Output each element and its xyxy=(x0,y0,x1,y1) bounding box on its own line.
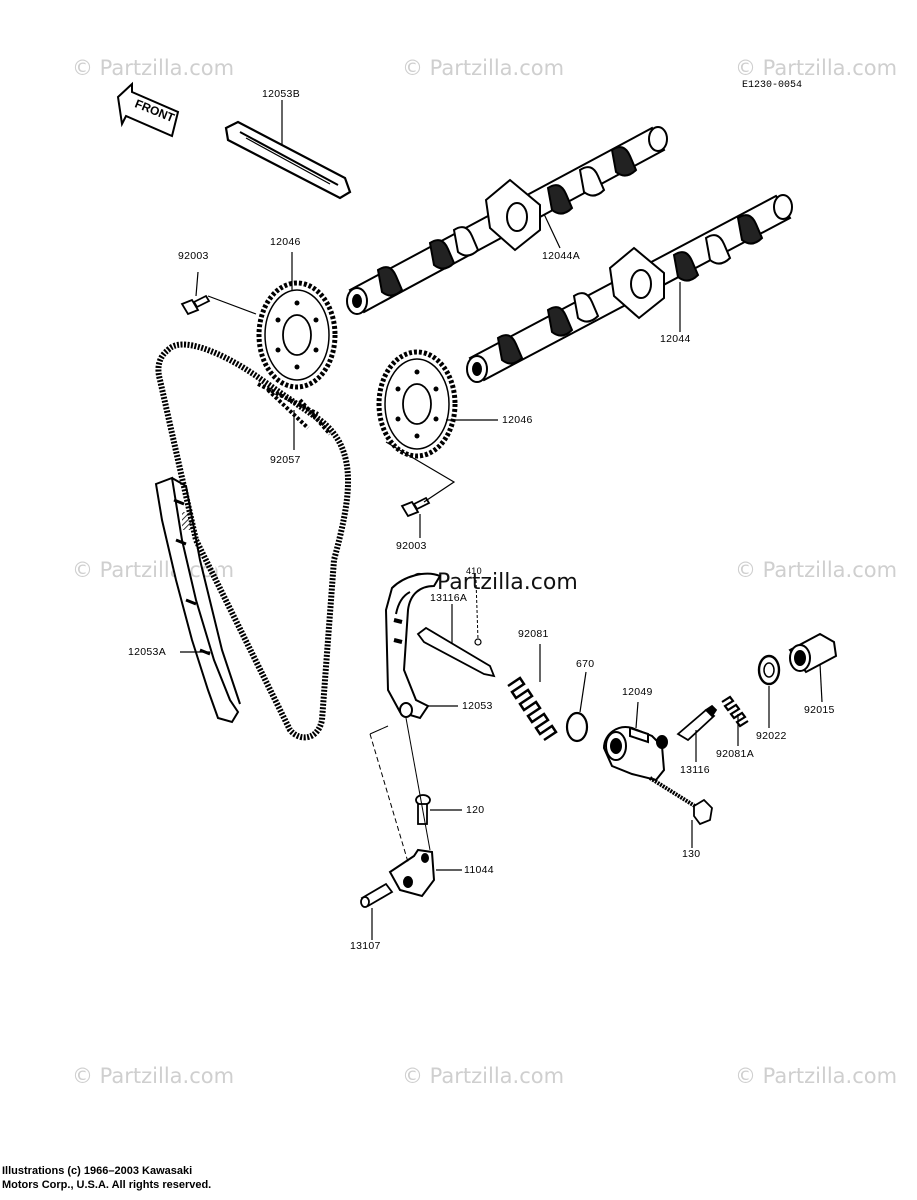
watermark: © Partzilla.com xyxy=(72,1064,235,1088)
watermark: © Partzilla.com xyxy=(735,1064,898,1088)
part-label[interactable]: 130 xyxy=(682,848,701,860)
part-label[interactable]: 12049 xyxy=(622,686,653,698)
part-label[interactable]: 12053 xyxy=(462,700,493,712)
part-label[interactable]: 12046 xyxy=(502,414,533,426)
pin-tensioner xyxy=(416,626,496,678)
copyright-line: Motors Corp., U.S.A. All rights reserved… xyxy=(2,1179,212,1191)
watermark: © Partzilla.com xyxy=(72,56,235,80)
part-label[interactable]: 11044 xyxy=(464,864,494,876)
tensioner-guide xyxy=(384,572,442,720)
sprocket-lower xyxy=(376,349,458,459)
watermark: © Partzilla.com xyxy=(735,56,898,80)
washer xyxy=(757,654,781,686)
o-ring xyxy=(565,711,589,743)
bolt-120 xyxy=(415,794,431,825)
rod-13116 xyxy=(676,704,718,742)
watermark: © Partzilla.com xyxy=(402,56,565,80)
camshaft-lower xyxy=(466,194,793,383)
watermark: © Partzilla.com xyxy=(402,1064,565,1088)
spring-large xyxy=(507,676,558,742)
bracket xyxy=(388,848,436,898)
cap-bolt xyxy=(788,632,838,674)
part-label[interactable]: 92003 xyxy=(396,540,427,552)
part-label[interactable]: 13107 xyxy=(350,940,381,952)
part-label[interactable]: 92003 xyxy=(178,250,209,262)
part-label[interactable]: 92022 xyxy=(756,730,787,742)
watermark: © Partzilla.com xyxy=(72,558,235,582)
part-label[interactable]: 670 xyxy=(576,658,595,670)
part-label[interactable]: 92057 xyxy=(270,454,301,466)
part-label[interactable]: 92015 xyxy=(804,704,835,716)
front-arrow-icon: FRONT xyxy=(116,81,180,138)
pin-13107 xyxy=(360,882,394,908)
bolt-130 xyxy=(648,776,713,826)
part-label[interactable]: 92081 xyxy=(518,628,549,640)
part-label[interactable]: 12044A xyxy=(542,250,581,262)
sprocket-upper xyxy=(256,280,338,390)
part-label[interactable]: 12053A xyxy=(128,646,167,658)
bolt-upper xyxy=(180,294,211,316)
part-label[interactable]: 12046 xyxy=(270,236,301,248)
part-label[interactable]: 13116 xyxy=(680,764,710,776)
part-label[interactable]: 12044 xyxy=(660,333,691,345)
spring-small xyxy=(721,695,749,728)
camshaft-upper xyxy=(346,126,668,315)
diagram-code: E1230-0054 xyxy=(742,80,803,91)
chain-guide-side xyxy=(154,476,241,724)
chain-guide-top xyxy=(224,100,352,200)
cam-chain xyxy=(155,341,351,741)
watermark: © Partzilla.com xyxy=(735,558,898,582)
copyright-line: Illustrations (c) 1966–2003 Kawasaki xyxy=(2,1165,193,1177)
part-label[interactable]: 410 xyxy=(466,566,482,576)
copyright-notice: Illustrations (c) 1966–2003 Kawasaki Mot… xyxy=(2,1164,211,1192)
part-label[interactable]: 120 xyxy=(466,804,485,816)
part-label[interactable]: 92081A xyxy=(716,748,755,760)
tensioner-body xyxy=(602,726,668,782)
part-label[interactable]: 12053B xyxy=(262,88,301,100)
part-label[interactable]: 13116A xyxy=(430,592,468,604)
